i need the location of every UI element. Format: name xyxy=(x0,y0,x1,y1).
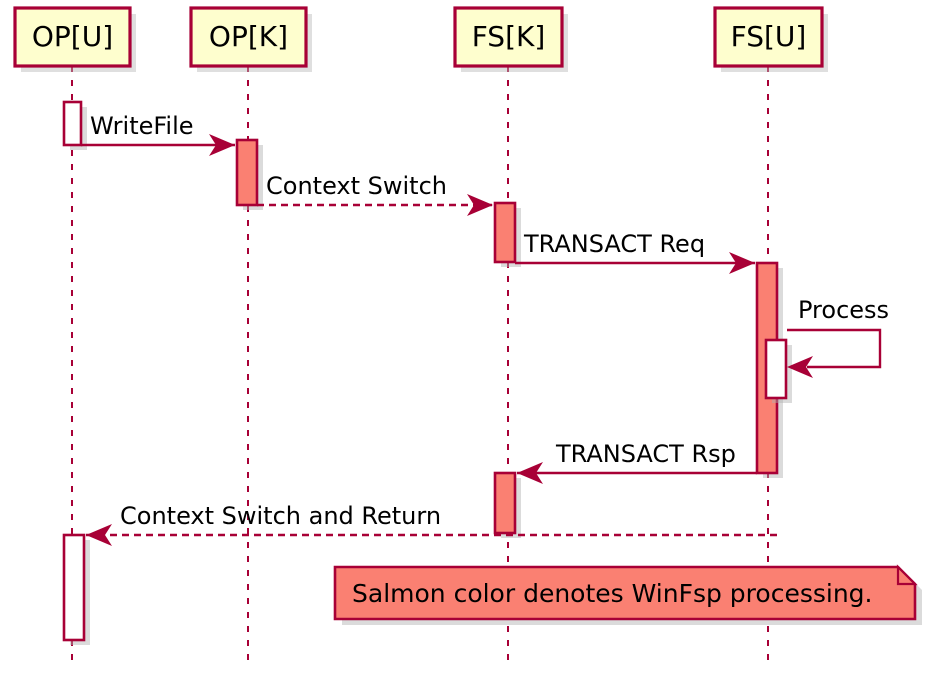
message-label-msg-transact-rsp: TRANSACT Rsp xyxy=(555,440,736,468)
participant-label-fsu: FS[U] xyxy=(731,20,807,53)
note-group: Salmon color denotes WinFsp processing. xyxy=(333,564,922,625)
activation-bar-act-fsu-nested[interactable] xyxy=(764,338,788,400)
activation-bar-act-opu-2[interactable] xyxy=(62,533,86,642)
activations-group xyxy=(62,100,792,645)
participant-box-fsu[interactable] xyxy=(713,6,824,68)
activation-bar-act-opk-1[interactable] xyxy=(235,138,259,207)
message-arrowhead-msg-context-switch-return xyxy=(86,524,112,546)
note-body[interactable] xyxy=(333,565,917,621)
participant-boxes-group: OP[U] OP[K] FS[K] FS[U] xyxy=(13,6,828,72)
activation-bar-act-fsk-2[interactable] xyxy=(493,471,517,535)
message-arrowhead-msg-transact-req xyxy=(729,252,755,274)
message-label-msg-context-switch-return: Context Switch and Return xyxy=(120,502,441,530)
message-label-msg-process: Process xyxy=(798,296,889,324)
message-arrowhead-msg-writefile xyxy=(209,134,235,156)
activation-bar-act-fsk-1[interactable] xyxy=(493,201,517,264)
message-arrowhead-msg-process xyxy=(787,356,813,378)
participant-label-opk: OP[K] xyxy=(209,20,288,53)
activation-bar-act-opu-1[interactable] xyxy=(62,100,83,147)
message-label-msg-writefile: WriteFile xyxy=(90,112,194,140)
participant-box-opu[interactable] xyxy=(13,6,132,68)
note-fold-corner-icon xyxy=(896,564,918,586)
message-arrowhead-msg-context-switch xyxy=(467,194,493,216)
participant-box-opk[interactable] xyxy=(189,6,308,68)
message-arrowhead-msg-transact-rsp xyxy=(517,462,543,484)
participant-label-fsk: FS[K] xyxy=(472,20,546,53)
message-line-msg-process[interactable] xyxy=(787,328,882,369)
message-label-msg-transact-req: TRANSACT Req xyxy=(523,230,705,258)
participant-box-fsk[interactable] xyxy=(453,6,564,68)
message-label-msg-context-switch: Context Switch xyxy=(266,172,447,200)
note-text: Salmon color denotes WinFsp processing. xyxy=(352,579,872,608)
participant-label-opu: OP[U] xyxy=(32,20,113,53)
